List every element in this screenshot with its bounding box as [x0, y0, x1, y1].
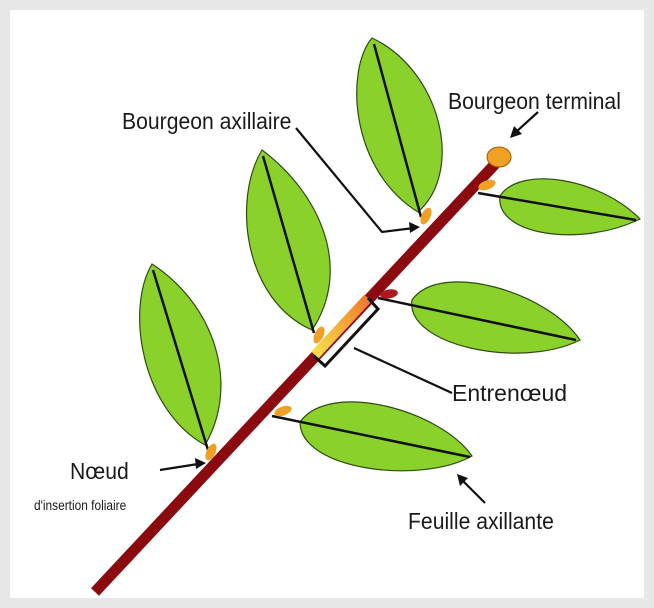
label-bourgeon-terminal: Bourgeon terminal — [448, 88, 621, 115]
pointer-entrenoeud — [354, 348, 452, 393]
pointer-bourgeon-terminal — [516, 112, 538, 132]
label-bourgeon-axillaire: Bourgeon axillaire — [122, 108, 291, 135]
label-entrenoeud: Entrenœud — [452, 380, 567, 407]
pointer-feuille-axillante — [462, 480, 485, 503]
terminal-bud — [487, 147, 511, 167]
leaf-top — [357, 38, 442, 217]
leaf-right-middle — [378, 282, 580, 353]
leaf-middle-left — [247, 150, 331, 333]
leaf-lower-left — [140, 264, 221, 450]
label-noeud: Nœud — [70, 458, 129, 485]
label-feuille-axillante: Feuille axillante — [408, 508, 554, 535]
pointer-noeud — [160, 464, 198, 470]
leaf-right-top — [478, 179, 640, 235]
leaf-axillant — [272, 402, 472, 471]
label-noeud-detail: d'insertion foliaire — [34, 497, 126, 513]
